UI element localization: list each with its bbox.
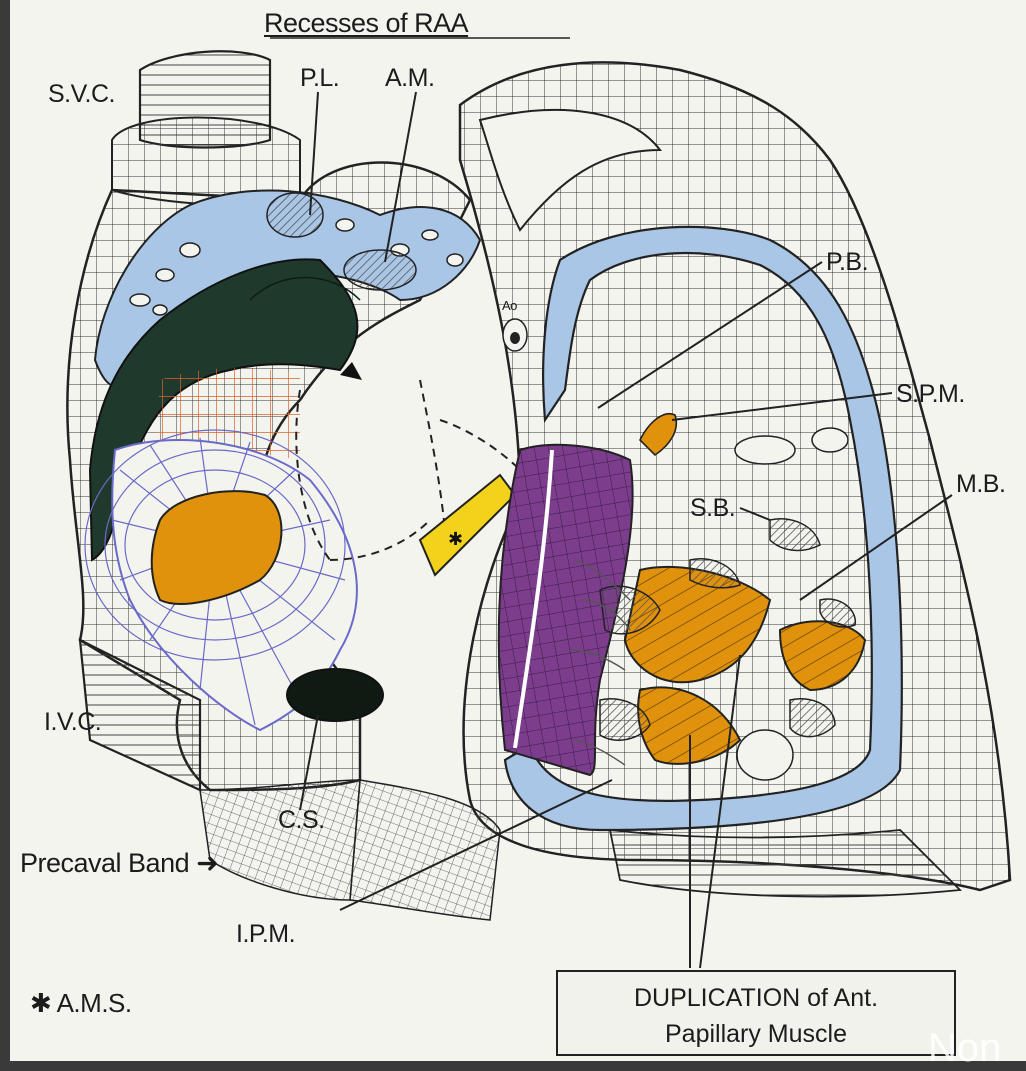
- duplication-line-1: DUPLICATION of Ant.: [558, 980, 954, 1016]
- label-cs: C.S.: [278, 806, 325, 835]
- label-sb: S.B.: [690, 494, 735, 523]
- watermark-text: Non: [928, 1026, 1001, 1071]
- svg-text:✱: ✱: [448, 529, 463, 550]
- label-spm: S.P.M.: [896, 380, 965, 409]
- duplication-line-2: Papillary Muscle: [558, 1016, 954, 1052]
- label-pb: P.B.: [826, 248, 868, 277]
- label-ipm: I.P.M.: [236, 920, 295, 949]
- label-svc: S.V.C.: [48, 80, 115, 109]
- coronary-sinus: [287, 669, 383, 721]
- precaval-arrow-icon: ➜: [196, 848, 218, 878]
- diagram-title: Recesses of RAA: [264, 8, 468, 39]
- asterisk-icon: ✱: [30, 988, 51, 1018]
- label-am: A.M.: [385, 64, 434, 93]
- recess-am: [344, 250, 416, 290]
- label-mb: M.B.: [956, 470, 1005, 499]
- duplication-caption-box: DUPLICATION of Ant. Papillary Muscle: [556, 970, 956, 1056]
- label-precaval-band: Precaval Band ➜: [20, 848, 218, 879]
- label-ams: ✱ A.M.S.: [30, 988, 132, 1019]
- label-ao: Ao: [502, 298, 517, 313]
- label-pl: P.L.: [300, 64, 339, 93]
- label-ivc: I.V.C.: [44, 708, 101, 737]
- recess-pl: [267, 193, 323, 237]
